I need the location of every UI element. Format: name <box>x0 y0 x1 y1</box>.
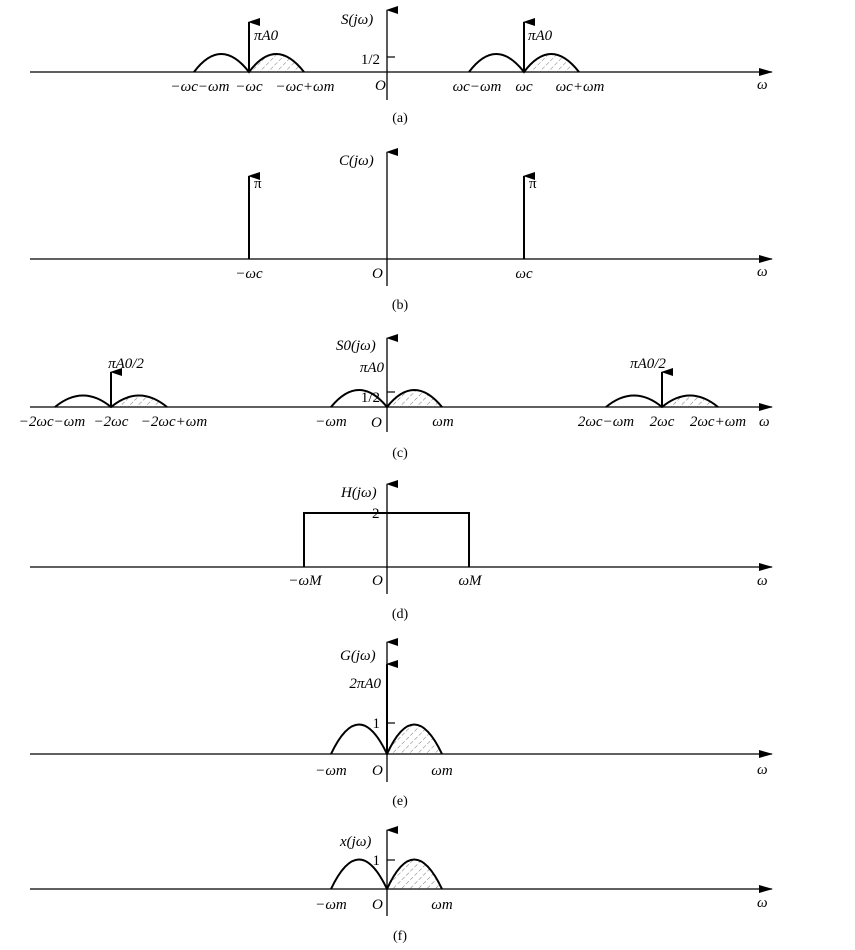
origin-label: O <box>375 78 386 94</box>
x-axis-label: ω <box>757 573 768 589</box>
x-tick-label: ωM <box>458 573 483 589</box>
impulse-label: πA0/2 <box>108 356 144 372</box>
x-tick-label: 2ωc+ωm <box>690 414 746 430</box>
panel-e: G(jω) 2πA0 1 O ω −ωm ωm (e) <box>30 638 773 809</box>
x-tick-label: −ωc+ωm <box>276 79 335 95</box>
x-tick-label: −2ωc−ωm <box>19 414 86 430</box>
panel-a: S(jω) 1/2 πA0 πA0 O ω −ωc−ωm −ωc −ωc+ωm … <box>30 6 773 126</box>
y-axis-label: S(jω) <box>341 12 373 28</box>
impulse-label: πA0 <box>528 28 553 44</box>
panel-caption: (f) <box>393 929 407 944</box>
y-axis-label: x(jω) <box>339 834 371 850</box>
x-tick-label: ωc−ωm <box>453 79 502 95</box>
panel-d: H(jω) 2 O ω −ωM ωM (d) <box>30 480 773 622</box>
panel-caption: (c) <box>392 446 408 461</box>
x-tick-label: ωm <box>432 414 454 430</box>
lowpass-filter-rect <box>303 512 470 567</box>
panel-f: x(jω) 1 O ω −ωm ωm (f) <box>30 826 773 944</box>
y-axis-label: G(jω) <box>340 648 376 664</box>
panel-caption: (e) <box>392 794 408 809</box>
y-tick-label: 1/2 <box>361 52 380 68</box>
x-tick-label: −ωc−ωm <box>171 79 230 95</box>
y-axis-label: H(jω) <box>340 485 377 501</box>
origin-label: O <box>371 415 382 431</box>
baseband-lobes <box>330 858 443 892</box>
x-tick-label: −ωc <box>235 79 263 95</box>
x-axis-label: ω <box>757 77 768 93</box>
y-tick-label: 1 <box>373 716 381 732</box>
y-axis-label: S0(jω) <box>336 338 376 354</box>
impulse-label: πA0/2 <box>630 356 666 372</box>
impulse-label: πA0 <box>360 360 385 376</box>
y-axis-label: C(jω) <box>339 153 374 169</box>
panel-caption: (b) <box>392 298 409 313</box>
x-tick-label: 2ωc <box>650 414 675 430</box>
x-tick-label: ωm <box>431 763 453 779</box>
x-tick-label: ωc <box>515 266 533 282</box>
baseband-lobes <box>330 389 443 409</box>
panel-caption: (a) <box>392 111 408 126</box>
x-tick-label: 2ωc−ωm <box>578 414 634 430</box>
origin-label: O <box>372 897 383 913</box>
origin-label: O <box>372 573 383 589</box>
y-tick-label: 1/2 <box>361 390 380 406</box>
x-tick-label: −ωm <box>315 897 347 913</box>
impulse-label: π <box>254 176 262 192</box>
x-tick-label: −2ωc <box>94 414 129 430</box>
impulse-label: πA0 <box>254 28 279 44</box>
panel-c: S0(jω) πA0 1/2 πA0/2 πA0/2 O ω −2ωc−ωm −… <box>19 334 773 461</box>
x-tick-label: −ωM <box>288 573 323 589</box>
impulse-label: π <box>529 176 537 192</box>
x-tick-label: −2ωc+ωm <box>141 414 208 430</box>
panel-b: C(jω) π π O ω −ωc ωc (b) <box>30 148 773 313</box>
x-axis-label: ω <box>757 762 768 778</box>
origin-label: O <box>372 763 383 779</box>
x-axis-label: ω <box>757 264 768 280</box>
x-axis-label: ω <box>759 414 770 430</box>
x-tick-label: −ωm <box>315 763 347 779</box>
origin-label: O <box>372 266 383 282</box>
x-tick-label: −ωc <box>235 266 263 282</box>
impulse-label: 2πA0 <box>349 676 381 692</box>
x-tick-label: ωm <box>431 897 453 913</box>
x-tick-label: ωc <box>515 79 533 95</box>
y-tick-label: 1 <box>373 853 381 869</box>
x-tick-label: −ωm <box>315 414 347 430</box>
y-tick-label: 2 <box>372 506 380 522</box>
x-axis-label: ω <box>757 895 768 911</box>
panel-caption: (d) <box>392 607 409 622</box>
x-tick-label: ωc+ωm <box>556 79 605 95</box>
baseband-lobes <box>330 723 443 757</box>
